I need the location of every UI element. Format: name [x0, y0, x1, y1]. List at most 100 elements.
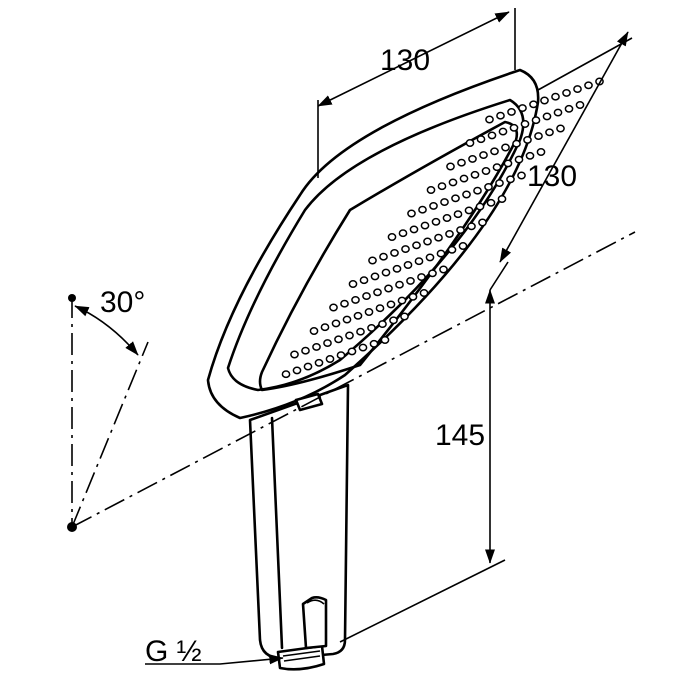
spray-nozzle: [523, 135, 532, 144]
spray-nozzle: [556, 124, 565, 133]
spray-nozzle: [457, 158, 466, 167]
shower-head: [206, 68, 604, 420]
spray-nozzle: [453, 210, 463, 219]
spray-nozzle: [446, 162, 455, 171]
pivot-point-top: [68, 294, 76, 302]
spray-nozzle: [473, 186, 482, 195]
spray-nozzle: [390, 248, 399, 257]
spray-nozzle: [428, 269, 437, 278]
spray-nozzle: [420, 221, 430, 230]
spray-nozzle: [351, 295, 360, 304]
spray-nozzle: [534, 132, 543, 141]
spray-nozzle: [464, 206, 474, 215]
spray-nozzle: [564, 104, 574, 113]
spray-nozzle: [303, 362, 313, 371]
top-width-dimension-line: [317, 11, 510, 107]
spray-nozzle: [314, 358, 324, 367]
spray-nozzle: [445, 229, 454, 238]
spray-nozzles: [281, 77, 604, 379]
spray-nozzle: [362, 292, 371, 301]
spray-nozzle: [368, 256, 377, 265]
spray-nozzle: [470, 170, 480, 179]
spray-nozzle: [401, 245, 410, 254]
spray-nozzle: [498, 127, 508, 136]
spray-nozzle: [340, 299, 349, 308]
spray-nozzle: [412, 241, 421, 250]
spray-nozzle: [347, 347, 357, 356]
spray-nozzle: [529, 100, 538, 109]
spray-nozzle: [387, 233, 397, 241]
diagonal-extension-top: [537, 37, 633, 91]
spray-nozzle: [517, 171, 526, 180]
spray-nozzle: [425, 253, 435, 262]
spray-nozzle: [345, 331, 354, 340]
spray-nozzle: [398, 229, 408, 238]
spray-nozzle: [484, 182, 493, 191]
spray-nozzle: [369, 339, 379, 348]
spray-nozzle: [358, 343, 368, 352]
spray-nozzle: [485, 115, 494, 124]
angle-dimension-arc: [74, 305, 139, 356]
spray-nozzle: [301, 346, 310, 355]
spray-nozzle: [465, 139, 475, 147]
spray-nozzle: [423, 237, 432, 246]
spray-nozzle: [487, 131, 497, 140]
spray-nozzle: [375, 304, 385, 313]
spray-nozzle: [496, 111, 505, 120]
spray-nozzle: [503, 159, 513, 168]
spray-nozzle: [518, 104, 527, 113]
spray-nozzle: [553, 108, 563, 117]
height-label: 145: [435, 419, 485, 452]
spray-nozzle: [380, 336, 390, 344]
spray-nozzle: [323, 339, 332, 348]
thread-label: G ½: [145, 635, 202, 668]
spray-nozzle: [492, 163, 502, 172]
spray-nozzle: [459, 174, 469, 183]
spray-nozzle: [329, 303, 338, 312]
spray-nozzle: [542, 112, 552, 121]
spray-nozzle: [478, 218, 487, 227]
spray-nozzle: [400, 312, 409, 321]
height-extension-bottom: [339, 559, 506, 643]
spray-nozzle: [462, 190, 471, 199]
spray-nozzle: [381, 268, 391, 277]
spray-nozzle: [290, 350, 299, 359]
top-width-label: 130: [380, 44, 430, 77]
spray-nozzle: [437, 182, 447, 191]
spray-nozzle: [486, 198, 496, 207]
spray-nozzle: [545, 128, 554, 137]
diagonal-extension-bottom: [489, 261, 509, 291]
spray-nozzle: [575, 101, 585, 109]
spray-nozzle: [429, 201, 438, 210]
spray-nozzle: [320, 323, 330, 332]
spray-nozzle: [490, 147, 499, 156]
spray-nozzle: [551, 92, 560, 101]
spray-nozzle: [373, 288, 382, 297]
spray-nozzle: [495, 179, 504, 188]
spray-nozzle: [514, 155, 524, 164]
spray-nozzle: [439, 265, 448, 274]
spray-nozzle: [407, 209, 416, 218]
spray-nozzle: [281, 370, 291, 379]
spray-nozzle: [540, 96, 549, 105]
spray-nozzle: [342, 315, 352, 324]
spray-nozzle: [418, 205, 427, 214]
spray-nozzle: [379, 252, 388, 261]
spray-nozzle: [395, 280, 404, 289]
spray-nozzle: [584, 81, 593, 90]
spray-nozzle: [506, 175, 515, 184]
thread-leader-line: [145, 654, 284, 665]
spray-nozzle: [468, 154, 477, 163]
spray-nozzle: [479, 151, 488, 160]
spray-nozzle: [531, 116, 541, 125]
spray-nozzle: [525, 151, 535, 160]
angled-reference-line: [71, 341, 149, 528]
spray-nozzle: [509, 123, 519, 132]
spray-nozzle: [386, 300, 396, 309]
spray-nozzle: [475, 202, 485, 211]
spray-nozzle: [367, 323, 376, 332]
spray-nozzle: [312, 342, 321, 351]
spray-nozzle: [348, 280, 358, 288]
spray-nozzle: [331, 319, 341, 328]
